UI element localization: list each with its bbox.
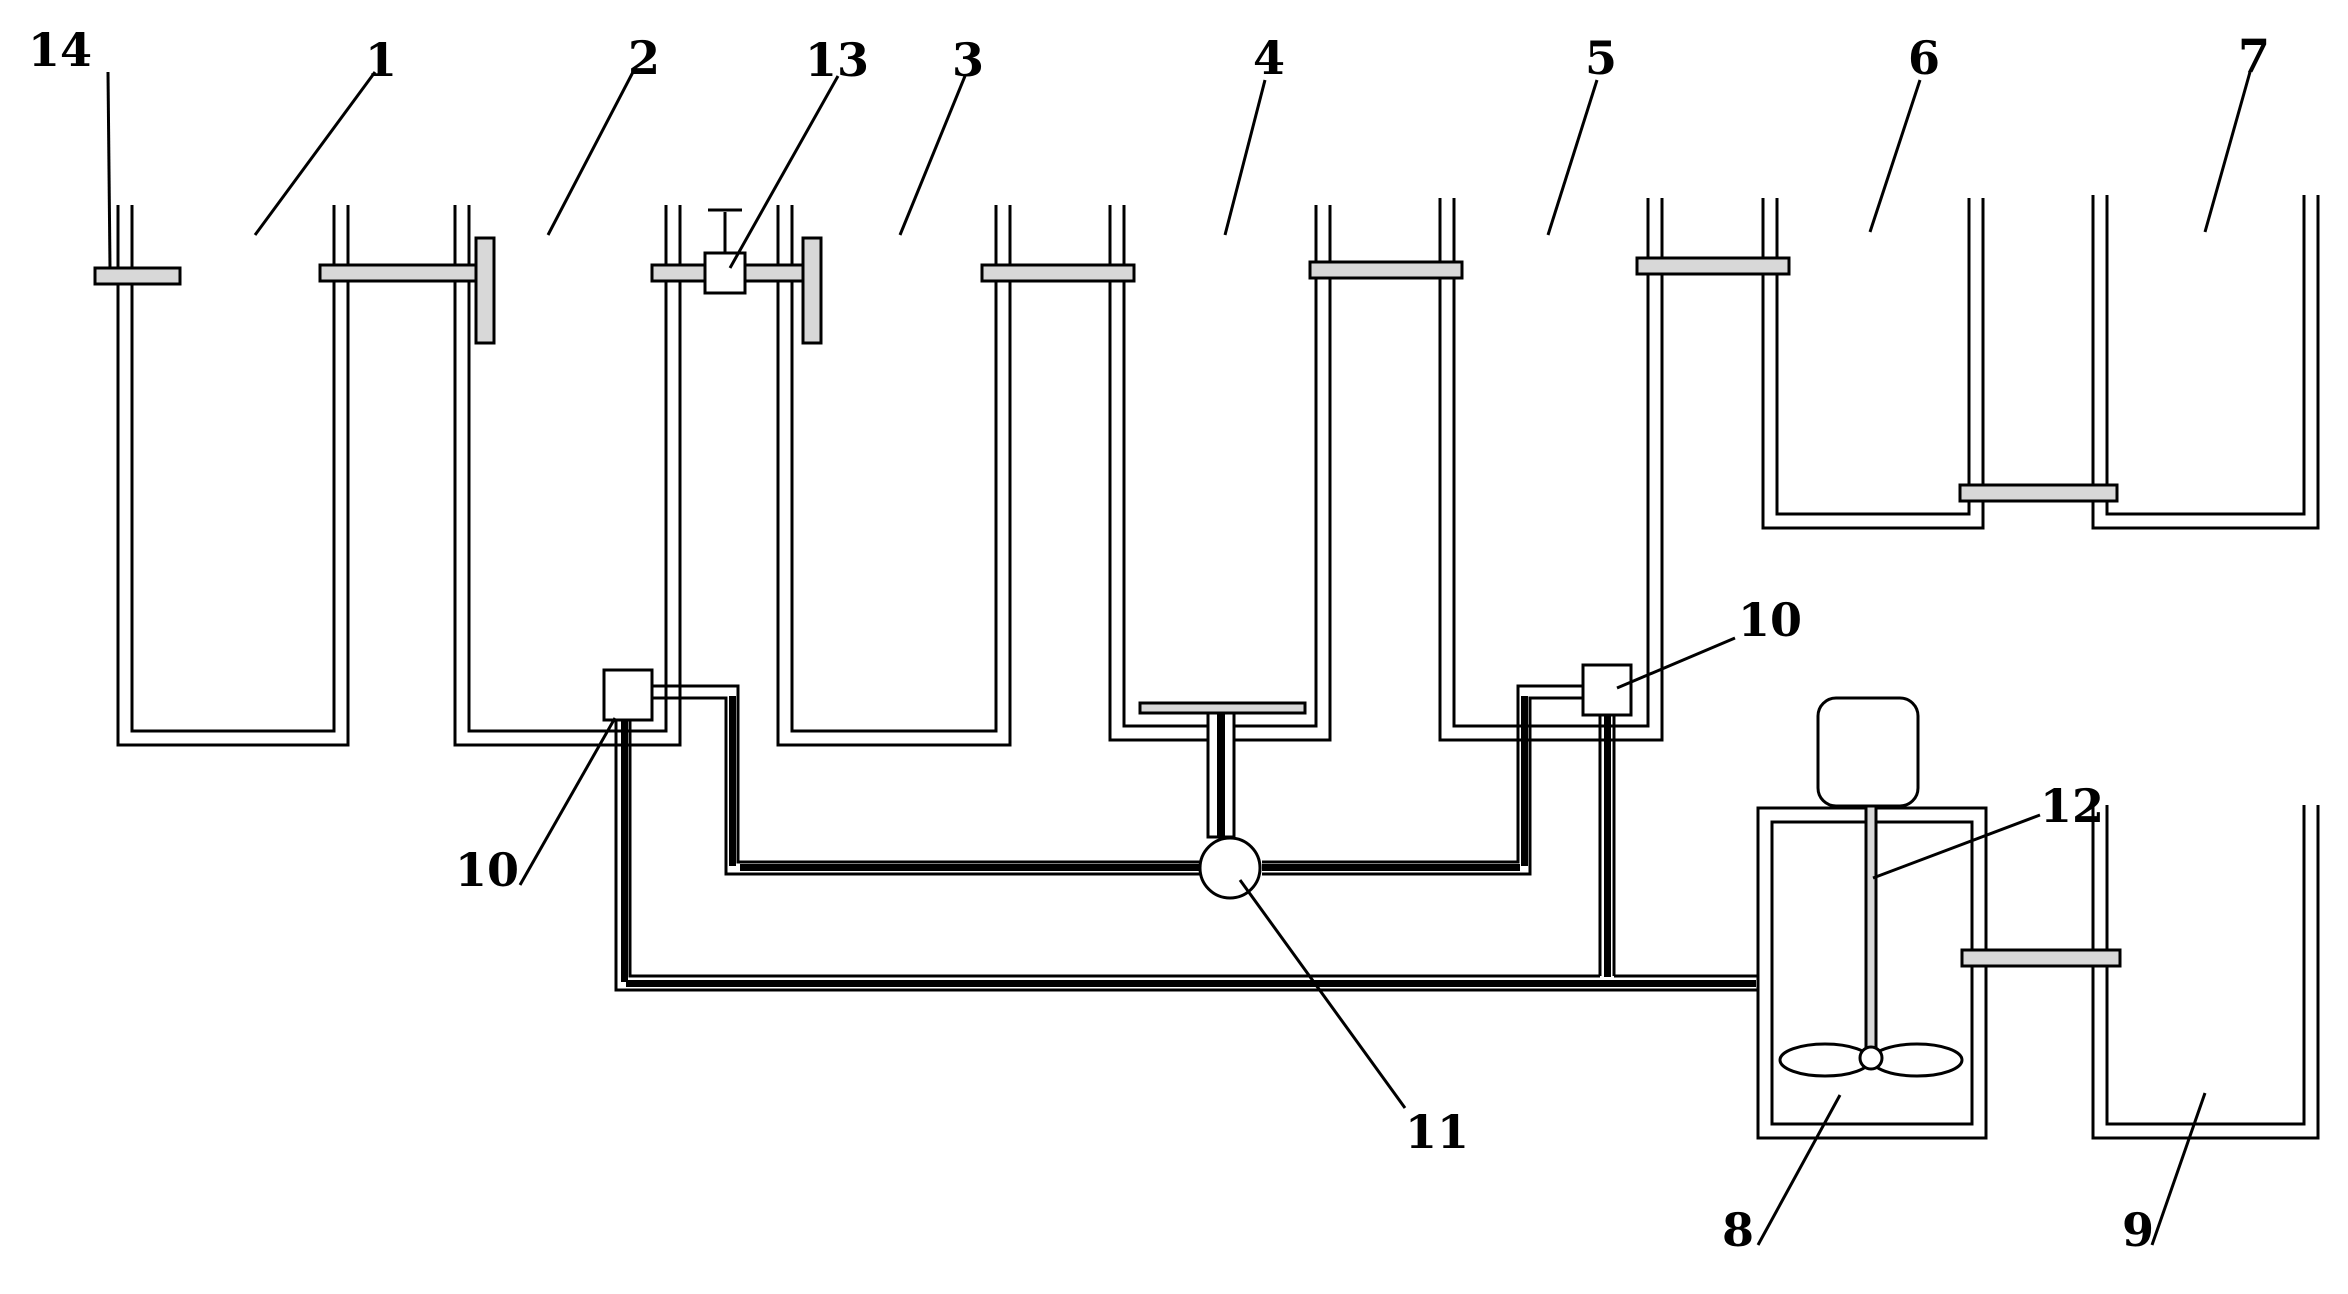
tank-5 <box>1438 198 1664 742</box>
pump-10-right <box>1581 663 1633 717</box>
recycle-pipe-lower <box>614 715 1758 992</box>
mixer-motor <box>1816 696 1920 808</box>
label-13: 13 <box>805 33 869 87</box>
label-9: 9 <box>2122 1203 2154 1257</box>
baffle-3 <box>801 236 823 345</box>
label-11: 11 <box>1405 1105 1469 1159</box>
label-7: 7 <box>2238 29 2270 83</box>
label-14: 14 <box>28 23 92 77</box>
label-1: 1 <box>365 33 397 87</box>
pipe-tank4-pump <box>1206 711 1236 839</box>
label-6: 6 <box>1908 31 1940 85</box>
inlet-pipe <box>93 266 182 286</box>
pipe-3-4 <box>980 263 1136 283</box>
tank-6 <box>1761 198 1985 530</box>
tank-9 <box>2091 805 2320 1140</box>
label-4: 4 <box>1253 31 1285 85</box>
label-10-left: 10 <box>455 843 519 897</box>
label-12: 12 <box>2040 779 2104 833</box>
pipe-6-7 <box>1958 483 2119 503</box>
valve-13 <box>703 251 747 295</box>
leader-lines <box>106 71 2252 1246</box>
pipe-5-6 <box>1635 256 1791 276</box>
pipe-1-2 <box>318 263 484 283</box>
pump-11 <box>1198 836 1262 900</box>
tank-7 <box>2091 195 2320 530</box>
mixer-shaft <box>1864 804 1878 1058</box>
tank-3 <box>776 205 1012 747</box>
pump-10-left <box>602 668 654 722</box>
tank-4 <box>1108 205 1332 742</box>
impeller <box>1778 1042 1964 1078</box>
pipe-8-9 <box>1960 948 2122 968</box>
recycle-pipe-upper <box>652 684 1583 876</box>
tank-2 <box>453 205 682 747</box>
label-2: 2 <box>628 31 660 85</box>
pipe-4-5 <box>1308 260 1464 280</box>
label-8: 8 <box>1722 1203 1754 1257</box>
label-10-right: 10 <box>1738 593 1802 647</box>
tank-1 <box>116 205 350 747</box>
label-5: 5 <box>1585 31 1617 85</box>
label-3: 3 <box>952 33 984 87</box>
baffle-2 <box>474 236 496 345</box>
